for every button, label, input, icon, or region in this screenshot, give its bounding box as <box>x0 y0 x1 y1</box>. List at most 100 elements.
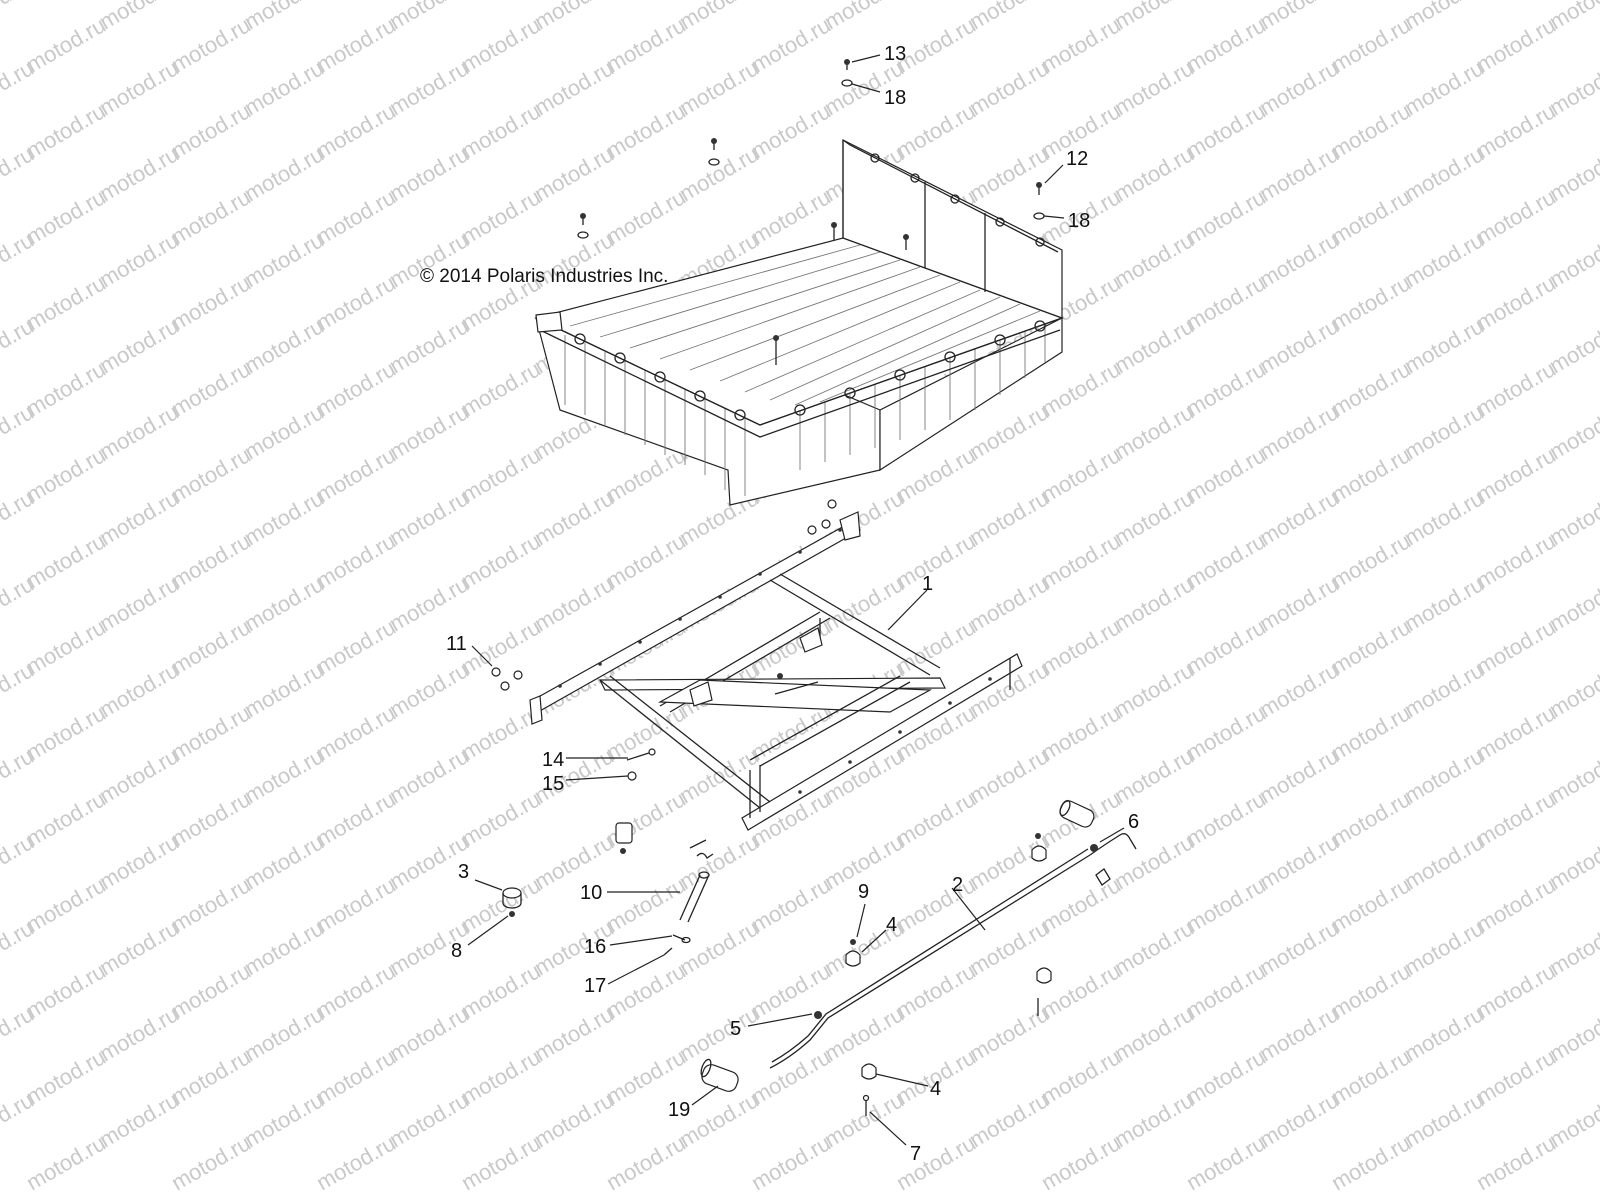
watermark-text: motod.ru <box>1472 356 1560 421</box>
watermark-text: motod.ru <box>95 743 183 808</box>
callout-7: 7 <box>910 1143 921 1165</box>
watermark-text: motod.ru <box>1037 700 1125 765</box>
watermark-text: motod.ru <box>1400 485 1488 550</box>
watermark-text: motod.ru <box>1472 184 1560 249</box>
watermark-text: motod.ru <box>602 528 690 593</box>
watermark-text: motod.ru <box>1037 958 1125 1023</box>
watermark-text: motod.ru <box>1182 1130 1270 1195</box>
watermark-text: motod.ru <box>1182 958 1270 1023</box>
watermark-text: motod.ru <box>22 528 110 593</box>
watermark-text: motod.ru <box>240 657 328 722</box>
watermark-text: motod.ru <box>820 1001 908 1066</box>
box-fasteners <box>577 59 1045 239</box>
watermark-text: motod.ru <box>385 485 473 550</box>
watermark-text: motod.ru <box>1400 743 1488 808</box>
watermark-text: motod.ru <box>167 1130 255 1195</box>
watermark-text: motod.ru <box>167 614 255 679</box>
watermark-text: motod.ru <box>457 614 545 679</box>
watermark-text: motod.ru <box>1400 55 1488 120</box>
watermark-text: motod.ru <box>965 55 1053 120</box>
watermark-text: motod.ru <box>167 442 255 507</box>
watermark-text: motod.ru <box>240 313 328 378</box>
watermark-text: motod.ru <box>530 485 618 550</box>
watermark-text: motod.ru <box>747 98 835 163</box>
watermark-text: motod.ru <box>1255 141 1343 206</box>
watermark-text: motod.ru <box>312 12 400 77</box>
watermark-text: motod.ru <box>240 55 328 120</box>
watermark-text: motod.ru <box>167 12 255 77</box>
watermark-text: motod.ru <box>1400 313 1488 378</box>
watermark-text: motod.ru <box>1110 829 1198 894</box>
watermark-text: motod.ru <box>22 700 110 765</box>
watermark-text: motod.ru <box>1327 1044 1415 1109</box>
watermark-text: motod.ru <box>1110 743 1198 808</box>
watermark-text: motod.ru <box>965 1087 1053 1152</box>
watermark-text: motod.ru <box>312 1130 400 1195</box>
watermark-text: motod.ru <box>530 571 618 636</box>
watermark-text: motod.ru <box>0 0 38 34</box>
leader-lines <box>467 54 1125 1146</box>
watermark-text: motod.ru <box>1400 829 1488 894</box>
watermark-text: motod.ru <box>602 184 690 249</box>
watermark-text: motod.ru <box>1472 98 1560 163</box>
watermark-text: motod.ru <box>95 1001 183 1066</box>
watermark-text: motod.ru <box>457 958 545 1023</box>
watermark-text: motod.ru <box>240 571 328 636</box>
watermark-text: motod.ru <box>1472 786 1560 851</box>
watermark-text: motod.ru <box>965 141 1053 206</box>
watermark-text: motod.ru <box>1255 915 1343 980</box>
copyright-notice: © 2014 Polaris Industries Inc. <box>420 266 668 287</box>
watermark-text: motod.ru <box>1110 571 1198 636</box>
watermark-text: motod.ru <box>1037 12 1125 77</box>
watermark-text: motod.ru <box>22 614 110 679</box>
watermark-text: motod.ru <box>1182 98 1270 163</box>
watermark-text: motod.ru <box>1110 1087 1198 1152</box>
watermark-text: motod.ru <box>747 184 835 249</box>
watermark-text: motod.ru <box>1182 614 1270 679</box>
watermark-text: motod.ru <box>167 1044 255 1109</box>
watermark-text: motod.ru <box>965 0 1053 34</box>
watermark-text: motod.ru <box>1400 0 1488 34</box>
watermark-text: motod.ru <box>1327 1130 1415 1195</box>
watermark-text: motod.ru <box>820 0 908 34</box>
watermark-text: motod.ru <box>1400 399 1488 464</box>
watermark-text: motod.ru <box>1327 442 1415 507</box>
watermark-text: motod.ru <box>22 786 110 851</box>
watermark-text: motod.ru <box>457 528 545 593</box>
frame-fasteners <box>491 499 837 781</box>
watermark-text: motod.ru <box>530 1001 618 1066</box>
callout-17: 17 <box>584 975 606 997</box>
callout-8: 8 <box>451 940 462 962</box>
watermark-text: motod.ru <box>675 141 763 206</box>
watermark-text: motod.ru <box>1037 872 1125 937</box>
watermark-text: motod.ru <box>1110 55 1198 120</box>
watermark-text: motod.ru <box>95 571 183 636</box>
callout-19: 19 <box>668 1099 690 1121</box>
watermark-text: motod.ru <box>167 184 255 249</box>
watermark-text: motod.ru <box>385 141 473 206</box>
watermark-text: motod.ru <box>1182 786 1270 851</box>
watermark-text: motod.ru <box>1182 872 1270 937</box>
watermark-text: motod.ru <box>22 1130 110 1195</box>
watermark-text: motod.ru <box>167 872 255 937</box>
watermark-text: motod.ru <box>385 1087 473 1152</box>
watermark-text: motod.ru <box>22 1044 110 1109</box>
callout-9: 9 <box>858 881 869 903</box>
callout-13: 13 <box>884 43 906 65</box>
watermark-text: motod.ru <box>22 98 110 163</box>
watermark-text: motod.ru <box>1327 958 1415 1023</box>
watermark-text: motod.ru <box>530 0 618 34</box>
watermark-text: motod.ru <box>747 700 835 765</box>
watermark-text: motod.ru <box>1472 958 1560 1023</box>
watermark-text: motod.ru <box>602 12 690 77</box>
watermark-text: motod.ru <box>1400 1001 1488 1066</box>
watermark-text: motod.ru <box>1182 700 1270 765</box>
watermark-text: motod.ru <box>965 829 1053 894</box>
watermark-text: motod.ru <box>312 356 400 421</box>
watermark-text: motod.ru <box>1110 915 1198 980</box>
watermark-text: motod.ru <box>892 958 980 1023</box>
watermark-text: motod.ru <box>167 700 255 765</box>
watermark-text: motod.ru <box>965 485 1053 550</box>
watermark-text: motod.ru <box>530 1087 618 1152</box>
callout-2: 2 <box>952 874 963 896</box>
